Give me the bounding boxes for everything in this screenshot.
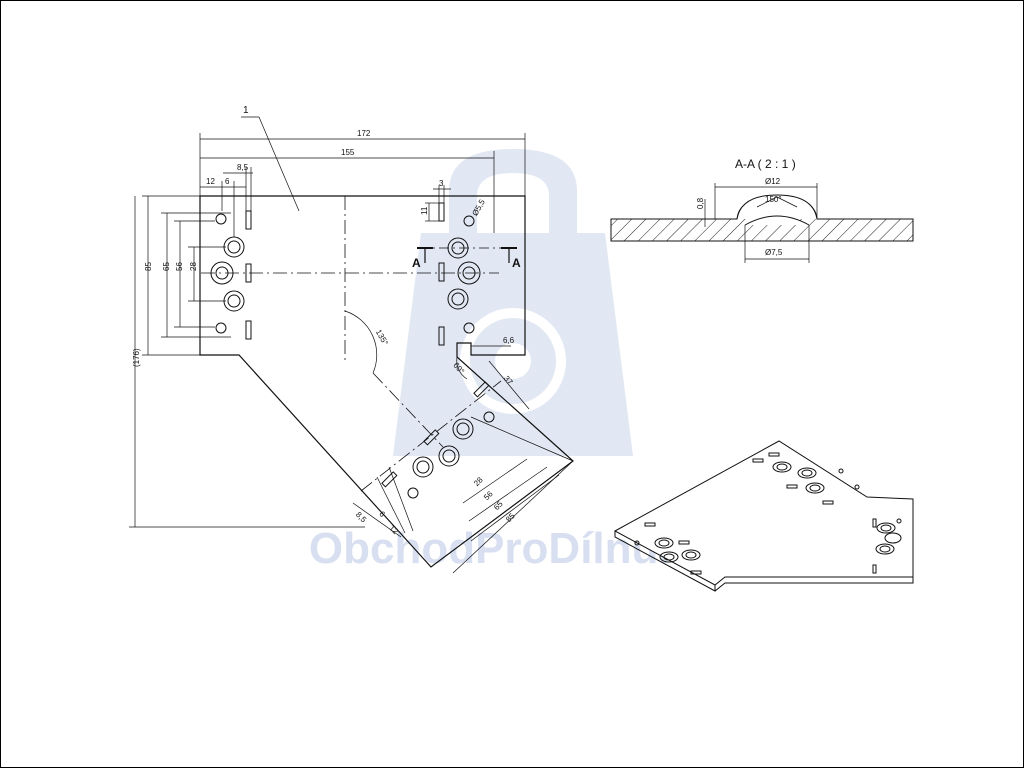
diagonal-hole-group [381, 381, 495, 499]
dimension-lines [129, 116, 574, 574]
dim-8-5: 8,5 [237, 163, 249, 172]
section-depth: 0,8 [696, 197, 705, 209]
section-dia-top: Ø12 [765, 177, 781, 186]
isometric-view [613, 440, 914, 592]
dim-diag-85: 85 [504, 511, 517, 524]
dim-height-56: 56 [175, 262, 184, 271]
dim-diag-6: 6 [377, 509, 387, 519]
part-label: 1 [243, 105, 249, 116]
left-hole-group [210, 210, 252, 340]
dim-6: 6 [225, 177, 230, 186]
section-cut-line [417, 247, 517, 263]
dim-height-85: 85 [144, 262, 153, 271]
dim-angle-135: 135° [374, 328, 390, 347]
section-view [610, 183, 914, 263]
section-angle: 150° [765, 195, 782, 204]
section-mark-left: A [412, 256, 421, 270]
dim-3: 3 [439, 179, 444, 188]
dim-11: 11 [420, 206, 429, 215]
dim-diag-28: 28 [472, 475, 485, 488]
dim-total-176: (176) [132, 348, 141, 367]
section-dia-bottom: Ø7,5 [765, 248, 783, 257]
dim-12: 12 [206, 177, 215, 186]
dim-6-6: 6,6 [503, 336, 515, 345]
dim-diag-56: 56 [482, 489, 495, 502]
dim-diag-65: 65 [492, 499, 505, 512]
section-mark-right: A [512, 256, 521, 270]
dim-overall-width: 172 [357, 129, 371, 138]
dim-inner-width: 155 [341, 148, 355, 157]
dim-height-28: 28 [189, 262, 198, 271]
dim-height-65: 65 [162, 262, 171, 271]
watermark-logo [393, 149, 633, 456]
right-hole-group [438, 202, 481, 346]
section-title: A-A ( 2 : 1 ) [735, 157, 796, 171]
